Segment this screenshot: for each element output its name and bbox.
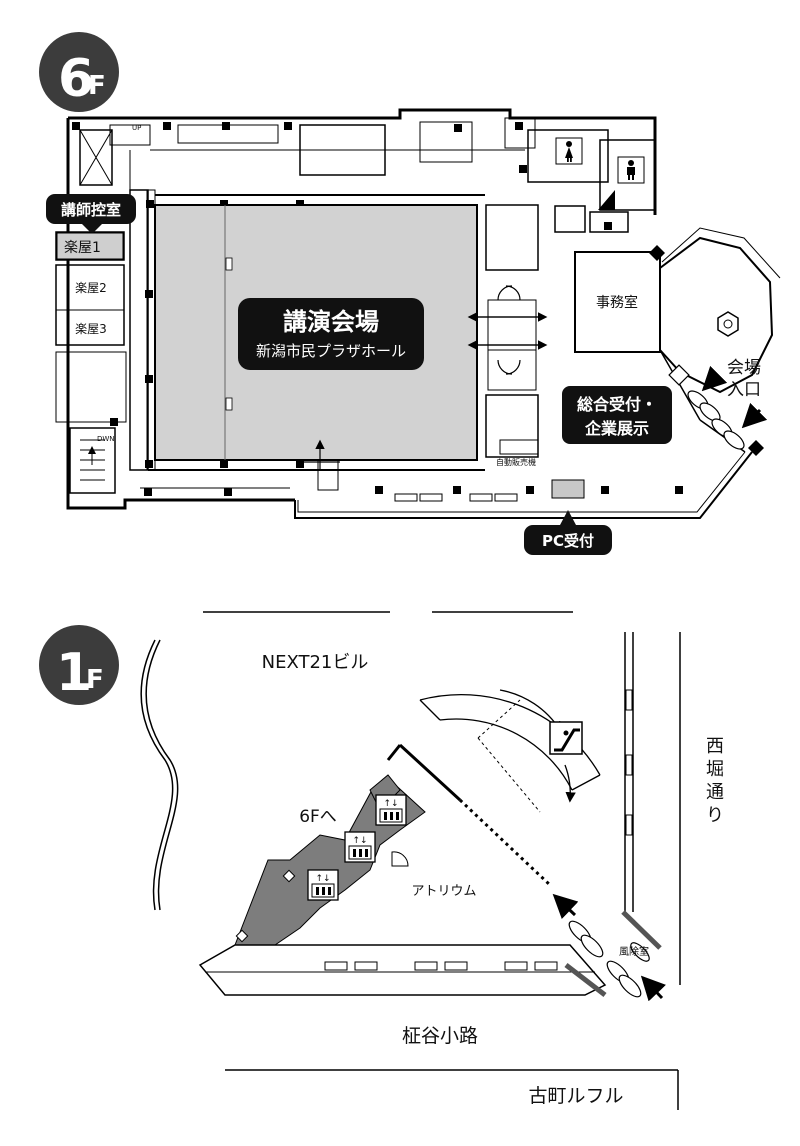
green-room-1-label: 楽屋1	[64, 240, 101, 256]
green-room-2-label: 楽屋2	[75, 281, 107, 295]
venue-subtitle: 新潟市民プラザホール	[256, 342, 406, 360]
floor-1-badge-number: 1	[56, 643, 92, 703]
building-outline-6f	[55, 108, 781, 519]
stair-down-label: DWN	[97, 435, 115, 443]
reception-label: 総合受付・ 企業展示	[562, 386, 672, 444]
stair-triangle	[598, 190, 615, 210]
green-room-1	[56, 232, 124, 260]
windbreak-room-label: 風除室	[619, 945, 649, 958]
nishibori-street-char: 西	[706, 736, 724, 757]
elevator-icon: ↑↓	[375, 794, 407, 826]
entrance-arrows	[701, 365, 768, 429]
floor-6-badge-suffix: F	[88, 71, 106, 101]
right-wall	[624, 632, 681, 985]
small-marker	[282, 869, 296, 883]
hall-door-arrows	[300, 285, 548, 470]
floor-1-badge: 1 F	[39, 625, 119, 705]
svg-text:↑↓: ↑↓	[383, 799, 398, 809]
svg-text:↑↓: ↑↓	[315, 874, 330, 884]
venue-label: 講演会場 新潟市民プラザホール	[238, 298, 424, 370]
elevator-icon: ↑↓	[344, 831, 376, 863]
lecturer-room-label: 講師控室	[46, 194, 136, 234]
small-marker	[235, 929, 249, 943]
entrance-doors	[668, 364, 745, 450]
route-arrow	[386, 744, 402, 761]
entrance-arrow	[640, 975, 667, 1002]
nishibori-street-char: 堀	[706, 759, 724, 780]
reception-line1: 総合受付・	[577, 395, 657, 414]
entrance-label-line1: 会場	[727, 358, 761, 378]
office-label: 事務室	[596, 294, 638, 311]
green-room-3-label: 楽屋3	[75, 322, 107, 336]
reception-line2: 企業展示	[584, 419, 649, 438]
left-boundary	[145, 639, 179, 911]
route-line	[398, 743, 462, 802]
nishibori-street-char: 通	[706, 782, 724, 803]
column-diamond	[748, 440, 764, 456]
svg-text:↑↓: ↑↓	[352, 836, 367, 846]
vending-label: 自動販売機	[496, 457, 536, 467]
floor-6-map: 6 F	[39, 32, 781, 555]
left-boundary	[140, 639, 174, 911]
elevator-door	[391, 851, 409, 867]
floor-6-badge: 6 F	[39, 32, 119, 112]
atrium-outline	[198, 910, 662, 997]
pc-reception-label: PC受付	[524, 510, 612, 555]
lecturer-room-text: 講師控室	[61, 201, 121, 219]
floor-6-badge-number: 6	[58, 49, 94, 109]
nishibori-street-char: り	[706, 805, 724, 826]
furumachi-rufuru-label: 古町ルフル	[528, 1085, 623, 1107]
escalator-icon	[549, 721, 583, 755]
floor-1-map: 1 F NEXT21ビル 西 堀 通 り	[39, 611, 724, 1110]
venue-title: 講演会場	[283, 308, 379, 336]
atrium-label: アトリウム	[411, 884, 476, 899]
to-6f-label: 6Fへ	[299, 807, 337, 827]
entrance-label-line2: 入口	[727, 380, 761, 400]
entrance-arrow	[552, 893, 579, 920]
restroom-male-icon	[617, 156, 645, 184]
elevator-icon: ↑↓	[307, 869, 339, 901]
pc-reception-text: PC受付	[542, 532, 594, 550]
restroom-female-icon	[555, 137, 583, 165]
stair-up-label: UP	[132, 124, 141, 132]
next21-label: NEXT21ビル	[262, 652, 369, 673]
kajiya-lane-label: 柾谷小路	[402, 1025, 478, 1047]
windbreak-doors	[568, 920, 650, 998]
floor-1-badge-suffix: F	[86, 665, 104, 695]
column-diamond	[649, 245, 665, 261]
route-dotted	[458, 798, 552, 887]
